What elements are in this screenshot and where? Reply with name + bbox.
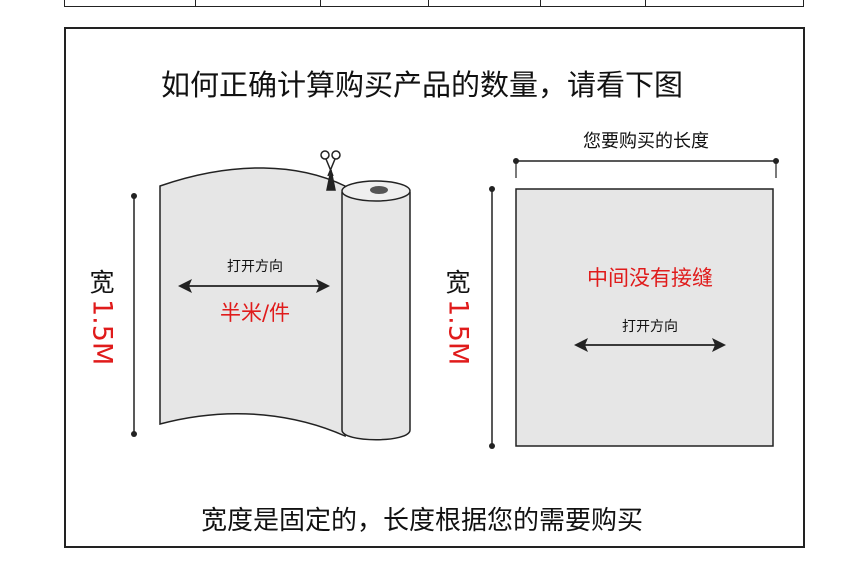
fabric-roll-core [370,186,388,194]
dim-dot [489,186,495,192]
fabric-roll-body [341,192,411,441]
unit-label: 半米/件 [219,301,291,325]
width-char: 宽 [445,268,471,297]
double-arrow-icon [574,338,726,352]
diagram-title: 如何正确计算购买产品的数量，请看下图 [160,68,683,102]
dim-dot [131,431,137,437]
left-width-label: 宽 1.5M [84,270,120,365]
scissors-icon [320,150,341,191]
length-label: 您要购买的长度 [583,131,709,152]
right-width-label: 宽 1.5M [440,270,476,365]
width-char: 宽 [89,268,115,297]
table-divider [195,0,196,6]
double-arrow-icon [178,279,330,293]
dim-dot [489,443,495,449]
diagram-frame [64,27,805,548]
open-direction-label: 打开方向 [227,259,283,275]
footer-note: 宽度是固定的，长度根据您的需要购买 [200,506,643,536]
top-table-strip [64,0,804,7]
fabric-flat-sheet [515,188,774,447]
fabric-sheet [159,167,346,438]
dim-dot [131,193,137,199]
table-divider [645,0,646,6]
table-divider [540,0,541,6]
no-seam-label: 中间没有接缝 [587,266,713,290]
width-value: 1.5M [86,299,118,366]
table-divider [428,0,429,6]
width-value: 1.5M [442,299,474,366]
open-direction-label: 打开方向 [622,319,678,335]
table-divider [320,0,321,6]
